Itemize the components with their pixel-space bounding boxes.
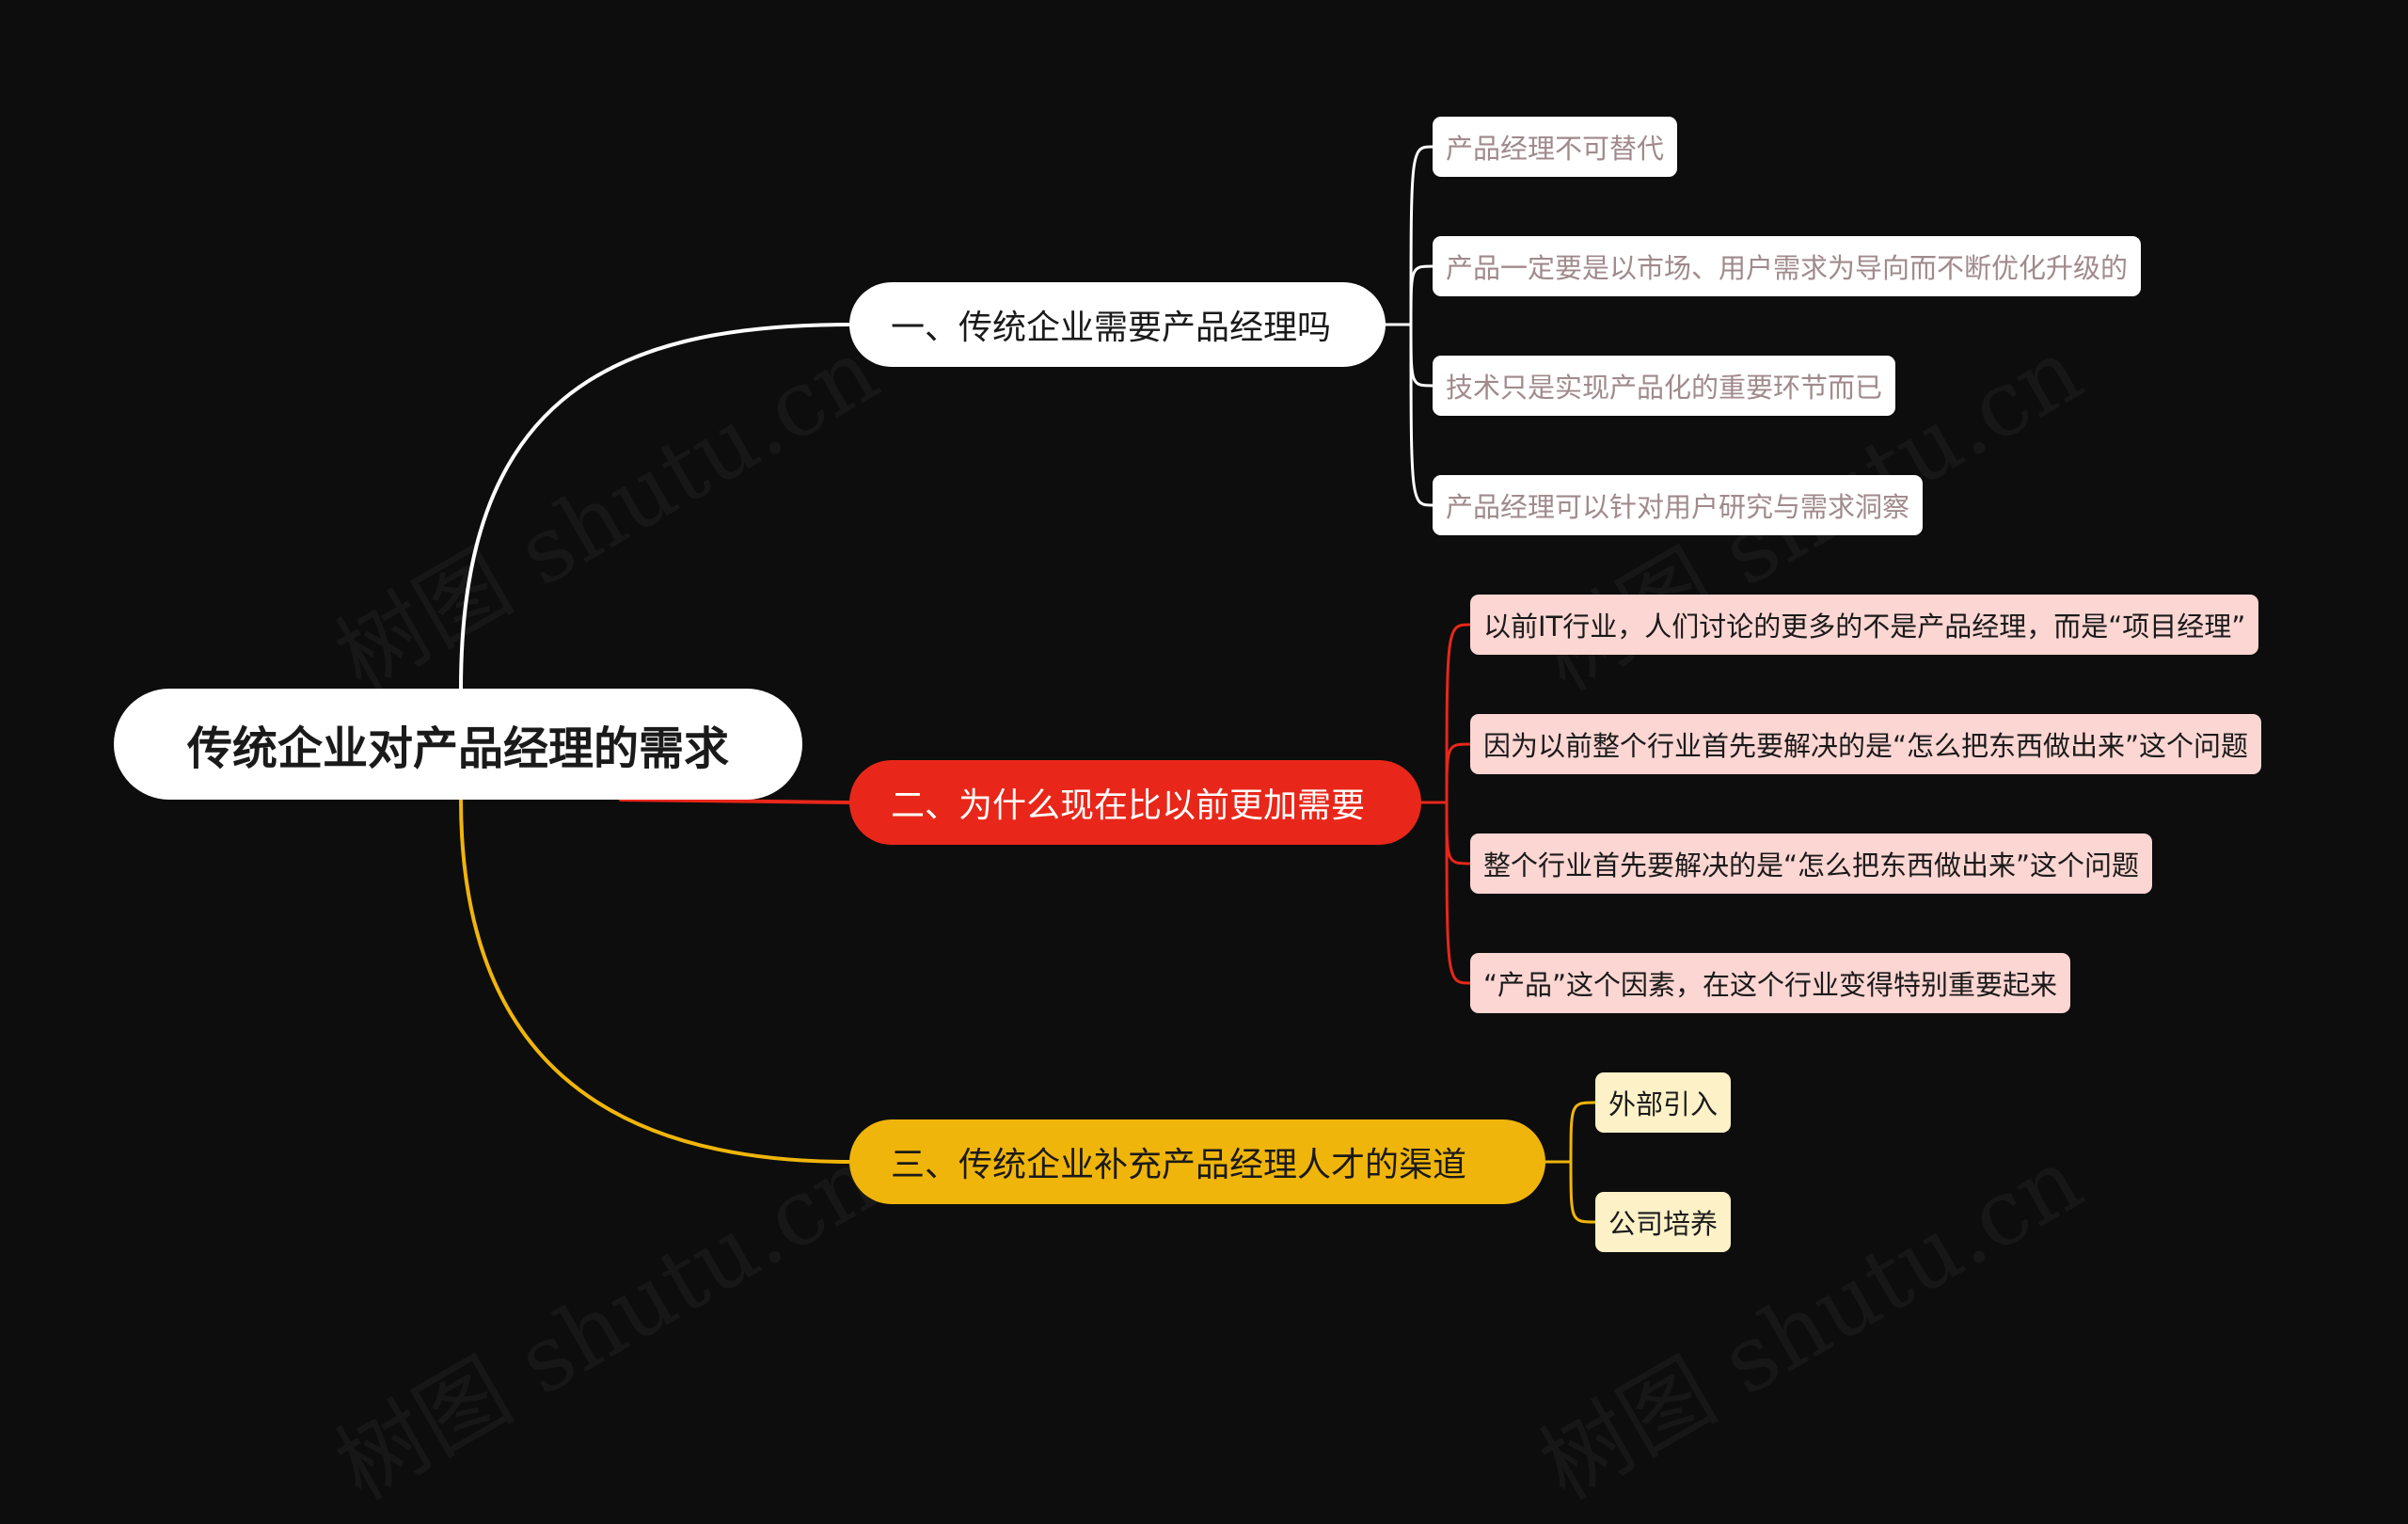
branch-topic-3[interactable]: 三、传统企业补充产品经理人才的渠道 bbox=[849, 1119, 1545, 1204]
link-branch-2-leaf-4 bbox=[1445, 801, 1472, 985]
link-branch-2-leaf-2 bbox=[1445, 742, 1472, 804]
subtopic-3-2[interactable]: 公司培养 bbox=[1595, 1192, 1732, 1252]
link-branch-1-leaf-3 bbox=[1409, 323, 1434, 388]
link-branch-3-leaf-1 bbox=[1569, 1101, 1597, 1164]
connector-lines bbox=[459, 145, 1597, 1224]
link-root-branch-1 bbox=[459, 323, 851, 691]
link-branch-3-leaf-2 bbox=[1569, 1160, 1597, 1224]
link-branch-2-leaf-1 bbox=[1445, 623, 1472, 804]
subtopic-3-1[interactable]: 外部引入 bbox=[1595, 1072, 1732, 1133]
subtopic-2-4[interactable]: “产品”这个因素，在这个行业变得特别重要起来 bbox=[1470, 953, 2071, 1013]
branch-topic-1[interactable]: 一、传统企业需要产品经理吗 bbox=[849, 282, 1386, 367]
subtopic-1-4[interactable]: 产品经理可以针对用户研究与需求洞察 bbox=[1433, 475, 1924, 535]
subtopic-1-1[interactable]: 产品经理不可替代 bbox=[1433, 117, 1678, 177]
subtopic-1-3[interactable]: 技术只是实现产品化的重要环节而已 bbox=[1433, 356, 1896, 416]
subtopic-1-2[interactable]: 产品一定要是以市场、用户需求为导向而不断优化升级的 bbox=[1433, 236, 2142, 296]
subtopic-2-2[interactable]: 因为以前整个行业首先要解决的是“怎么把东西做出来”这个问题 bbox=[1470, 714, 2262, 774]
link-branch-2-leaf-3 bbox=[1445, 801, 1472, 865]
root-topic[interactable]: 传统企业对产品经理的需求 bbox=[114, 689, 802, 800]
subtopic-2-1[interactable]: 以前IT行业，人们讨论的更多的不是产品经理，而是“项目经理” bbox=[1470, 595, 2259, 655]
link-root-branch-2 bbox=[619, 798, 851, 804]
link-branch-1-leaf-2 bbox=[1409, 264, 1434, 326]
branch-topic-2[interactable]: 二、为什么现在比以前更加需要 bbox=[849, 760, 1421, 845]
link-branch-1-leaf-1 bbox=[1409, 145, 1434, 326]
subtopic-2-3[interactable]: 整个行业首先要解决的是“怎么把东西做出来”这个问题 bbox=[1470, 833, 2153, 894]
link-root-branch-3 bbox=[459, 798, 851, 1164]
link-branch-1-leaf-4 bbox=[1409, 323, 1434, 507]
